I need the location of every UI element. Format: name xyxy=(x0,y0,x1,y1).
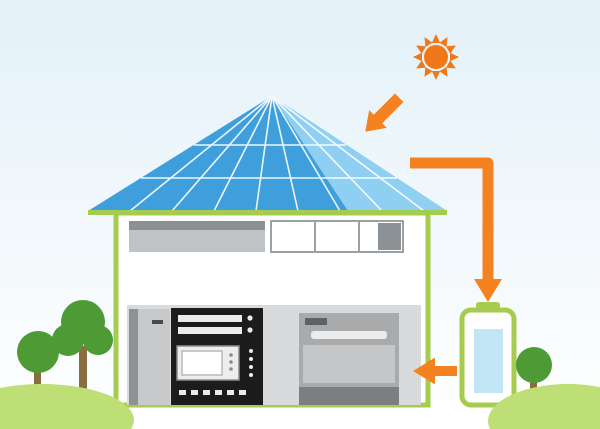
cabinet xyxy=(129,309,170,405)
roof-panel-face-light xyxy=(272,96,447,211)
dishwasher-door xyxy=(303,345,395,383)
appliance-stack xyxy=(171,308,263,405)
arrow-battery-to-appliances-icon xyxy=(413,357,457,385)
cabinet-handle xyxy=(152,320,163,324)
tree-foliage xyxy=(52,300,113,356)
arrow-sun-to-roof-icon xyxy=(365,93,404,132)
dishwasher xyxy=(299,313,399,405)
sun-icon xyxy=(413,34,459,80)
appliance-display xyxy=(178,315,253,334)
dishwasher-kickplate xyxy=(299,387,399,405)
sun-disc xyxy=(424,45,448,69)
dishwasher-controls xyxy=(305,318,327,325)
bush-left xyxy=(0,384,134,429)
tree-foliage xyxy=(17,331,59,373)
tree-trunk xyxy=(79,346,87,404)
solar-panel-grid xyxy=(129,95,425,212)
storage-battery-icon xyxy=(459,302,517,408)
upper-windows xyxy=(270,220,404,253)
tree-icon-tall xyxy=(52,300,113,404)
appliance-buttons xyxy=(179,349,253,395)
house xyxy=(113,210,431,408)
microwave-icon xyxy=(176,345,240,381)
arrow-roof-to-battery-icon xyxy=(410,157,502,302)
range-hood xyxy=(129,221,265,252)
battery-cell xyxy=(474,329,503,393)
tree-foliage xyxy=(516,347,552,383)
dishwasher-handle xyxy=(311,331,387,339)
sun-rays xyxy=(413,34,459,80)
bush-right xyxy=(488,384,600,429)
window-dark-pane xyxy=(378,223,401,250)
